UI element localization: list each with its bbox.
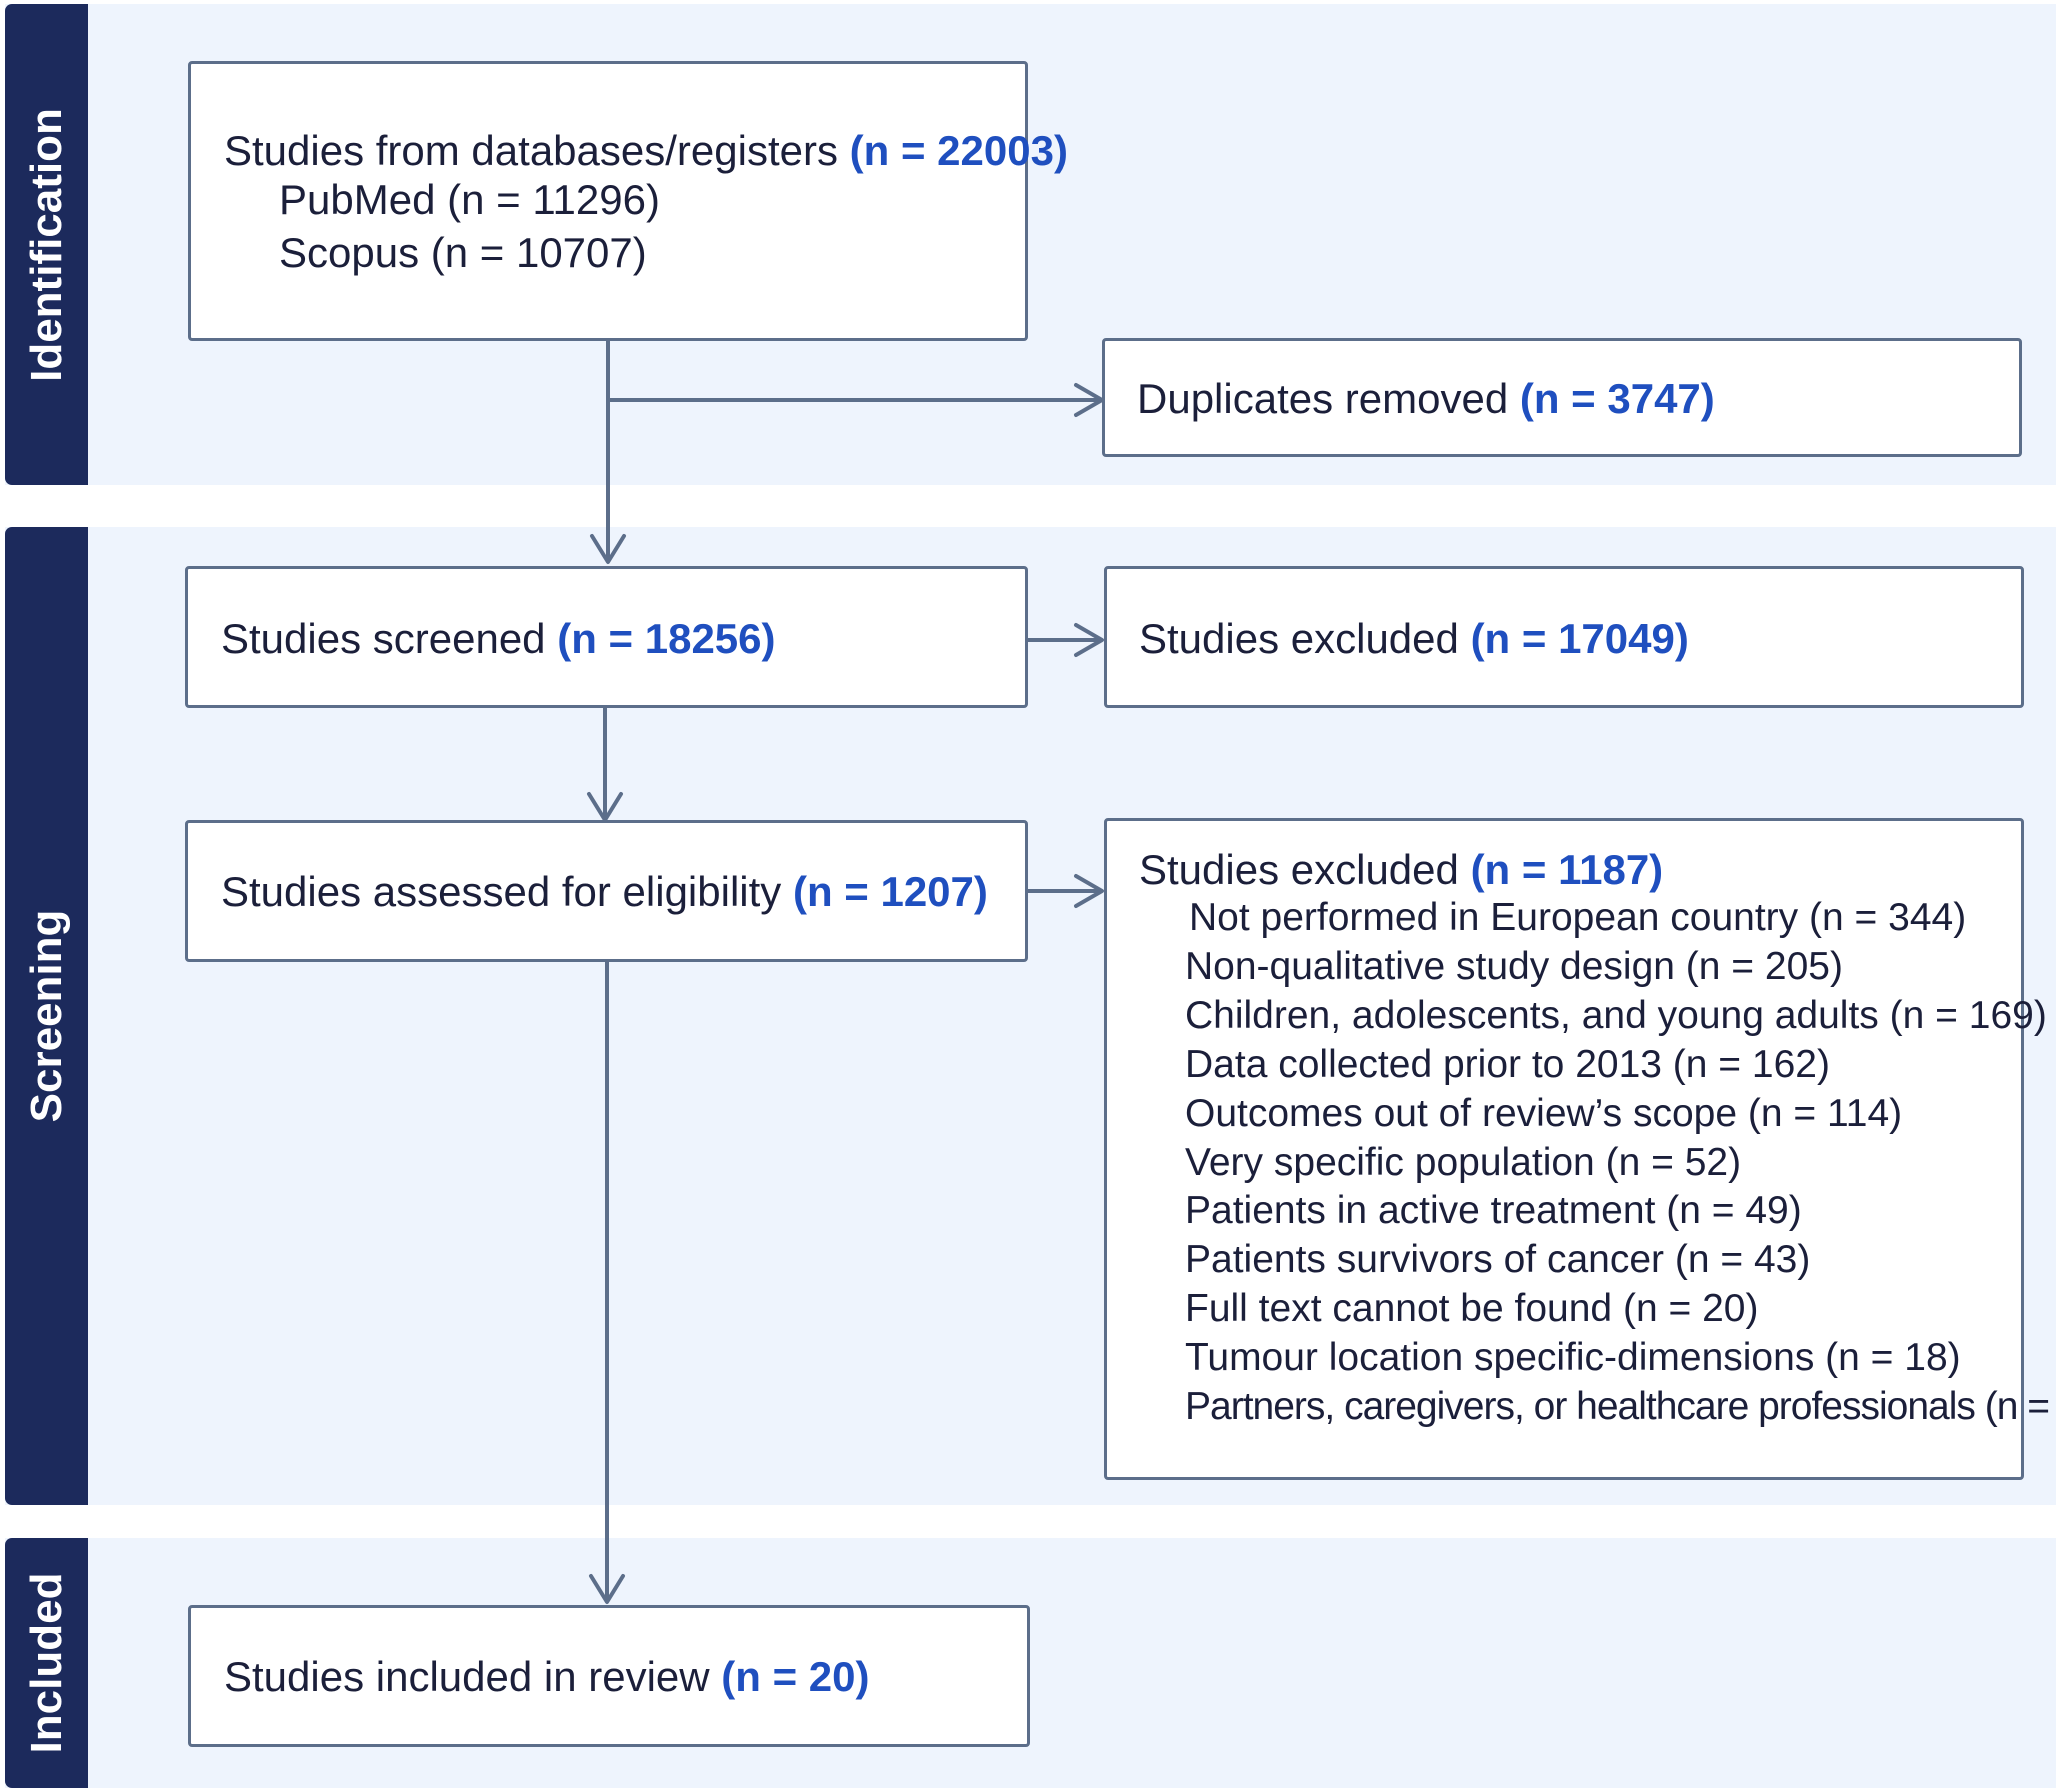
included-count: (n = 20) bbox=[721, 1653, 870, 1700]
exclusion-reason: Children, adolescents, and young adults … bbox=[1185, 993, 2047, 1037]
duplicates-removed-box: Duplicates removed (n = 3747) bbox=[1102, 338, 2022, 457]
included-box: Studies included in review (n = 20) bbox=[188, 1605, 1030, 1747]
eligibility-label: Studies assessed for eligibility bbox=[221, 868, 782, 915]
duplicates-line: Duplicates removed (n = 3747) bbox=[1137, 374, 2019, 423]
included-label: Studies included in review bbox=[224, 1653, 710, 1700]
excluded-fulltext-box: Studies excluded (n = 1187) Not performe… bbox=[1104, 818, 2056, 1480]
excluded-screening-box: Studies excluded (n = 17049) bbox=[1104, 566, 2024, 708]
screened-line: Studies screened (n = 18256) bbox=[221, 614, 1025, 663]
eligibility-box: Studies assessed for eligibility (n = 12… bbox=[185, 820, 1028, 962]
exclusion-reason: Partners, caregivers, or healthcare prof… bbox=[1185, 1385, 2056, 1429]
included-side-bar: Included bbox=[5, 1538, 88, 1788]
exclusion-reasons-list: Not performed in European country (n = 3… bbox=[1139, 894, 2056, 1432]
excluded-fulltext-line: Studies excluded (n = 1187) bbox=[1139, 845, 2021, 894]
arrowhead-excluded-full bbox=[1074, 874, 1104, 908]
duplicates-count: (n = 3747) bbox=[1519, 375, 1715, 422]
exclusion-reason: Very specific population (n = 52) bbox=[1185, 1140, 1742, 1184]
included-line: Studies included in review (n = 20) bbox=[224, 1652, 1027, 1701]
exclusion-reason: Tumour location specific-dimensions (n =… bbox=[1185, 1336, 1961, 1380]
screened-label: Studies screened bbox=[221, 615, 546, 662]
exclusion-reason: Patients in active treatment (n = 49) bbox=[1185, 1189, 1802, 1233]
exclusion-reason: Outcomes out of review’s scope (n = 114) bbox=[1185, 1091, 1903, 1135]
arrowhead-screened bbox=[590, 534, 626, 564]
eligibility-count: (n = 1207) bbox=[792, 868, 988, 915]
exclusion-reason: Patients survivors of cancer (n = 43) bbox=[1185, 1238, 1811, 1282]
duplicates-label: Duplicates removed bbox=[1137, 375, 1509, 422]
screened-count: (n = 18256) bbox=[557, 615, 776, 662]
records-label: Studies from databases/registers bbox=[224, 127, 838, 174]
screening-side-bar: Screening bbox=[5, 527, 88, 1505]
excluded-fulltext-count: (n = 1187) bbox=[1470, 846, 1664, 893]
exclusion-reason: Data collected prior to 2013 (n = 162) bbox=[1185, 1042, 1830, 1086]
exclusion-reason: Non-qualitative study design (n = 205) bbox=[1185, 944, 1843, 988]
exclusion-reason: Full text cannot be found (n = 20) bbox=[1185, 1287, 1759, 1331]
records-identified-box: Studies from databases/registers (n = 22… bbox=[188, 61, 1068, 341]
exclusion-reason: Not performed in European country (n = 3… bbox=[1189, 896, 1967, 939]
records-line: Studies from databases/registers (n = 22… bbox=[224, 126, 1068, 175]
source-pubmed: PubMed (n = 11296) bbox=[279, 176, 660, 223]
excluded-fulltext-label: Studies excluded bbox=[1139, 846, 1459, 893]
source-scopus: Scopus (n = 10707) bbox=[279, 229, 647, 276]
excluded-screening-count: (n = 17049) bbox=[1470, 615, 1689, 662]
arrowhead-excluded-screen bbox=[1074, 623, 1104, 657]
identification-side-bar: Identification bbox=[5, 4, 88, 485]
eligibility-line: Studies assessed for eligibility (n = 12… bbox=[221, 867, 1025, 916]
records-count: (n = 22003) bbox=[849, 127, 1068, 174]
excluded-screening-line: Studies excluded (n = 17049) bbox=[1139, 614, 2021, 663]
arrowhead-included bbox=[589, 1574, 625, 1604]
excluded-screening-label: Studies excluded bbox=[1139, 615, 1459, 662]
studies-screened-box: Studies screened (n = 18256) bbox=[185, 566, 1028, 708]
